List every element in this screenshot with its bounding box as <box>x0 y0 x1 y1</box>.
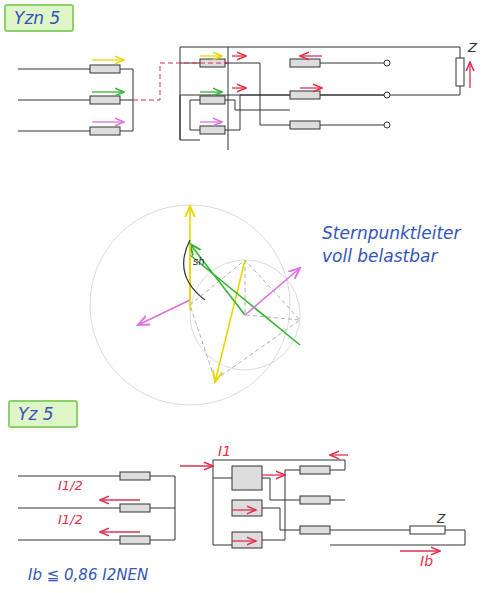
title-text: Yzn 5 <box>14 8 60 28</box>
current-label: I1/2 <box>58 478 83 493</box>
title-box: Yzn 5 <box>4 4 74 32</box>
note-text: Sternpunktleiter voll belastbar <box>322 222 472 268</box>
impedance-label: Z <box>437 512 445 526</box>
angle-label: sh <box>193 256 205 267</box>
title-box: Yz 5 <box>8 400 78 428</box>
impedance-label: Z <box>468 40 477 55</box>
current-label: Ib <box>420 553 433 569</box>
title-text: Yz 5 <box>18 404 54 424</box>
condition-text: Ib ≦ 0,86 I2NEN <box>28 566 148 584</box>
current-label: I1/2 <box>58 512 83 527</box>
current-label: I1 <box>218 443 231 459</box>
